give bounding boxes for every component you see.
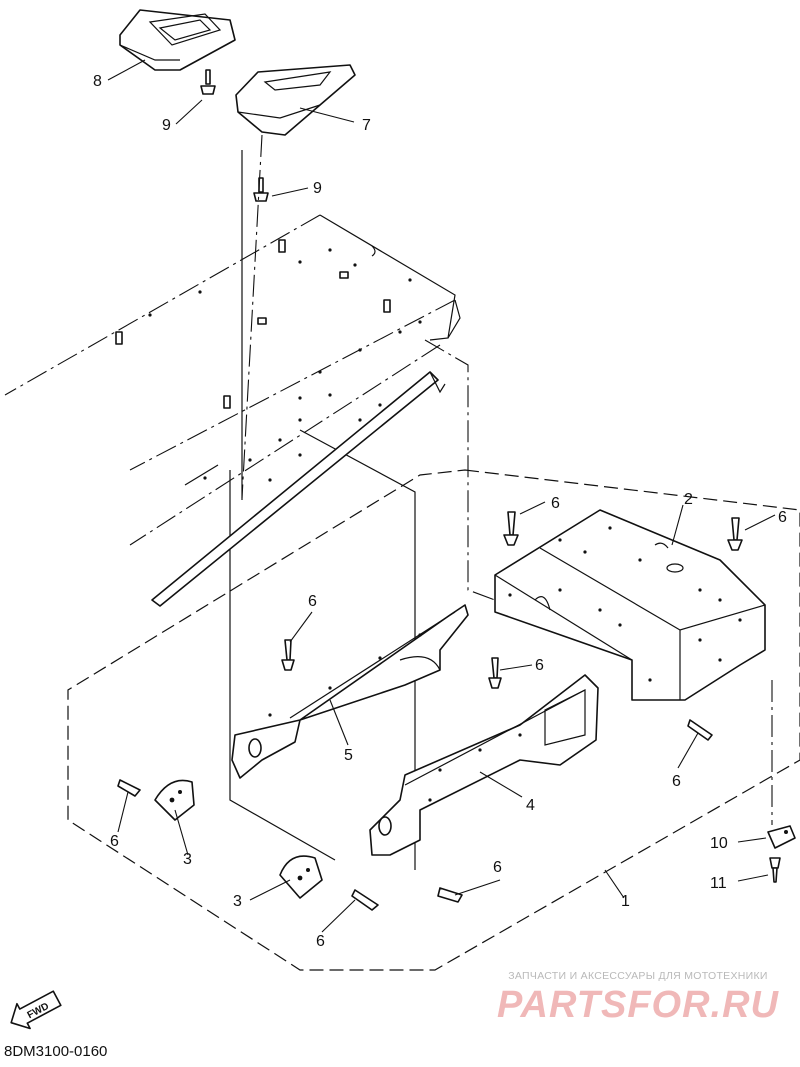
callout-6-a: 6 — [551, 495, 560, 512]
watermark-logo: PARTSFOR.RU — [497, 984, 779, 1026]
part-8-upper-cover — [119, 9, 236, 95]
part-11-pin — [769, 857, 781, 883]
callout-3-a: 3 — [183, 851, 192, 868]
callout-7: 7 — [362, 117, 371, 134]
watermark-tagline: ЗАПЧАСТИ И АКСЕССУАРЫ ДЛЯ МОТОТЕХНИКИ — [508, 970, 768, 982]
diagram-code: 8DM3100-0160 — [4, 1043, 108, 1060]
callout-10: 10 — [710, 835, 728, 852]
part-3-disc-upper — [154, 779, 195, 821]
part-4-rail — [369, 674, 599, 856]
part-3-disc-lower — [279, 855, 323, 899]
callout-6-c: 6 — [308, 593, 317, 610]
callout-1: 1 — [621, 893, 630, 910]
callout-6-e: 6 — [672, 773, 681, 790]
part-2-bracket — [494, 509, 766, 701]
callout-8: 8 — [93, 73, 102, 90]
forward-arrow-icon: FWD — [10, 990, 62, 1030]
callout-6-g: 6 — [493, 859, 502, 876]
callout-6-b: 6 — [778, 509, 787, 526]
leader-lines — [107, 59, 776, 933]
part-7-lower-cover — [235, 64, 356, 202]
part-10-plate — [767, 825, 796, 849]
callout-4: 4 — [526, 797, 535, 814]
assembly-boundary — [67, 469, 800, 971]
callout-6-d: 6 — [535, 657, 544, 674]
callout-6-f: 6 — [110, 833, 119, 850]
deck-holes — [148, 248, 422, 482]
callout-9-top: 9 — [162, 117, 171, 134]
bracket-holes — [508, 526, 742, 682]
callout-6-h: 6 — [316, 933, 325, 950]
watermark: ЗАПЧАСТИ И АКСЕССУАРЫ ДЛЯ МОТОТЕХНИКИ PA… — [488, 970, 788, 1027]
part-5-rail — [231, 604, 469, 779]
callout-3-b: 3 — [233, 893, 242, 910]
callout-9-mid: 9 — [313, 180, 322, 197]
rivets — [117, 511, 743, 911]
callout-11: 11 — [710, 875, 727, 892]
callout-5: 5 — [344, 747, 353, 764]
seat-base-assembly — [4, 214, 461, 870]
callout-2: 2 — [684, 491, 693, 508]
